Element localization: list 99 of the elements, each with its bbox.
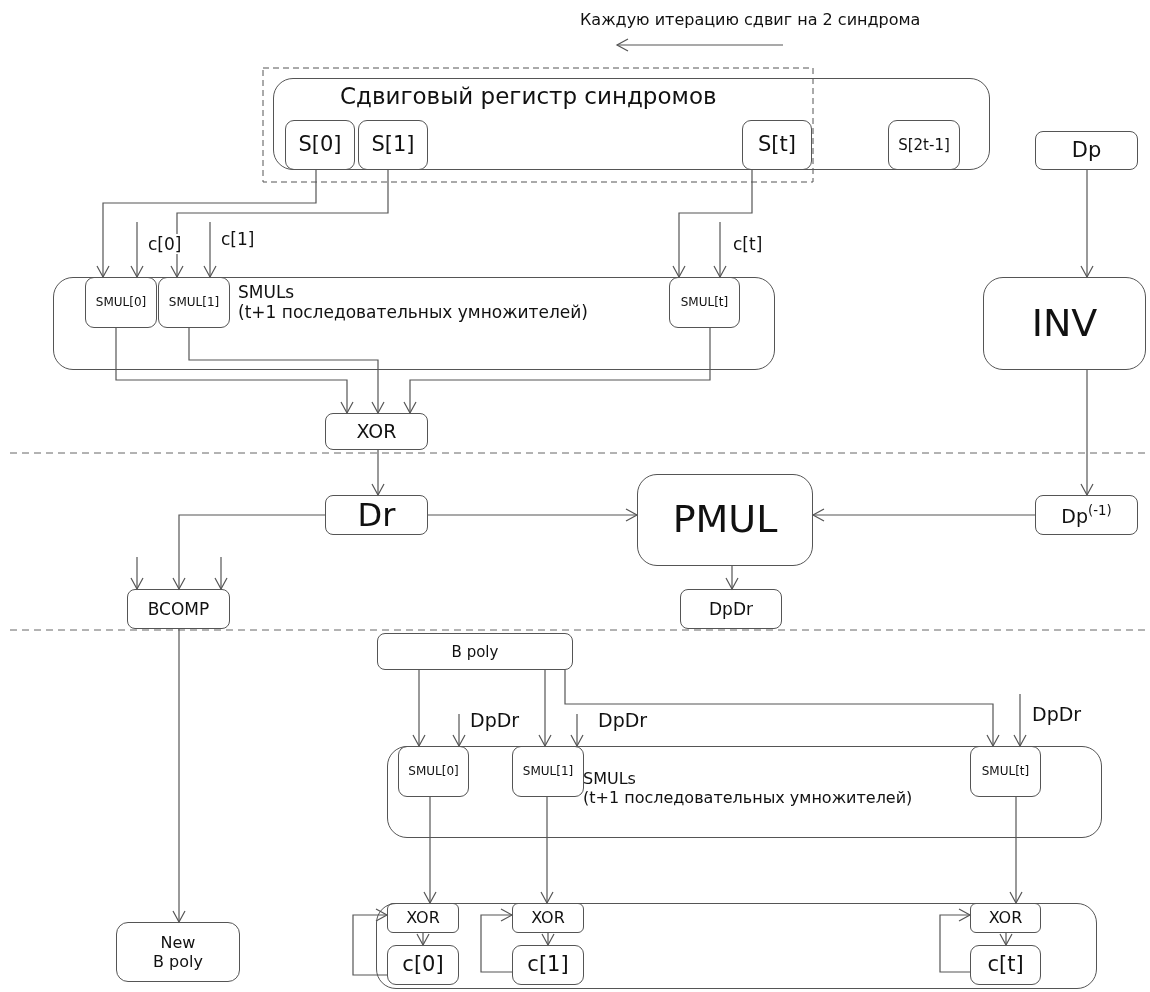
arrow bbox=[812, 508, 1036, 522]
register-cell bbox=[742, 120, 812, 170]
register-cell bbox=[512, 945, 584, 985]
multiplier-box bbox=[970, 746, 1041, 797]
multiplier-box bbox=[158, 277, 230, 328]
arrow bbox=[1080, 369, 1094, 496]
box-label: XOR bbox=[356, 420, 397, 443]
multiplier-box bbox=[512, 746, 584, 797]
box-label: S[2t-1] bbox=[898, 136, 950, 154]
box-label: Сдвиговый регистр синдромов bbox=[340, 83, 717, 111]
arrow bbox=[130, 556, 144, 590]
box-label: Dp bbox=[1071, 137, 1102, 164]
arrow bbox=[130, 221, 144, 278]
box-label: (t+1 последовательных умножителей) bbox=[238, 302, 588, 323]
process-box bbox=[970, 903, 1041, 933]
arrow bbox=[725, 565, 739, 590]
box-label: c[t] bbox=[987, 952, 1024, 978]
arrow bbox=[172, 628, 186, 923]
arrow bbox=[203, 221, 217, 278]
box-label: SMUL[0] bbox=[408, 764, 459, 779]
box-label: SMULs bbox=[583, 769, 636, 789]
box-label: S[0] bbox=[298, 132, 342, 158]
arrow bbox=[713, 221, 727, 278]
multiplier-box bbox=[398, 746, 469, 797]
arrow bbox=[999, 932, 1013, 946]
register-cell bbox=[970, 945, 1041, 985]
input-box bbox=[1035, 131, 1138, 170]
box-label: XOR bbox=[988, 908, 1023, 928]
process-box bbox=[680, 589, 782, 629]
process-box bbox=[512, 903, 584, 933]
register-cell bbox=[387, 945, 459, 985]
box-label: INV bbox=[1031, 300, 1098, 347]
arrow bbox=[170, 169, 389, 278]
box-label: S[1] bbox=[371, 132, 415, 158]
arrow bbox=[115, 327, 354, 414]
edge-label: c[0] bbox=[148, 234, 182, 255]
note-text: Каждую итерацию сдвиг на 2 синдрома bbox=[580, 10, 921, 30]
arrow bbox=[403, 327, 711, 414]
arrow bbox=[939, 908, 971, 973]
process-box bbox=[1035, 495, 1138, 535]
box-label: Dp$^{(-1)}$ bbox=[1061, 502, 1112, 528]
edge-label: c[1] bbox=[221, 229, 255, 250]
process-box bbox=[377, 633, 573, 670]
box-label: PMUL bbox=[672, 497, 778, 543]
box-label: SMULs bbox=[238, 282, 295, 303]
box-label: S[t] bbox=[758, 132, 796, 158]
box-label: XOR bbox=[531, 908, 565, 928]
process-box bbox=[127, 589, 230, 629]
box-label: SMUL[1] bbox=[522, 764, 574, 779]
arrow bbox=[538, 669, 552, 747]
arrow bbox=[564, 669, 1000, 747]
process-box bbox=[116, 922, 240, 982]
arrow bbox=[452, 713, 466, 747]
box-label: c[0] bbox=[402, 952, 444, 978]
box-label: SMUL[t] bbox=[981, 764, 1030, 779]
arrow bbox=[541, 932, 555, 946]
arrow bbox=[423, 796, 437, 904]
box-label: c[1] bbox=[527, 952, 569, 978]
arrow bbox=[672, 169, 753, 278]
box-label: (t+1 последовательных умножителей) bbox=[583, 788, 913, 808]
arrow bbox=[480, 908, 513, 973]
process-box bbox=[325, 495, 428, 535]
accumulator-group-box bbox=[376, 903, 1097, 989]
process-box bbox=[637, 474, 813, 566]
multiplier-box bbox=[85, 277, 157, 328]
process-box bbox=[387, 903, 459, 933]
arrow bbox=[96, 169, 317, 278]
arrow bbox=[416, 932, 430, 946]
box-label: XOR bbox=[406, 908, 440, 928]
box-label: DpDr bbox=[709, 598, 753, 620]
box-label: Dr bbox=[357, 495, 396, 535]
arrow bbox=[1013, 693, 1027, 747]
arrow bbox=[1080, 169, 1094, 278]
arrow bbox=[1009, 796, 1023, 904]
arrow bbox=[540, 796, 554, 904]
arrow bbox=[427, 508, 638, 522]
process-box bbox=[325, 413, 428, 450]
process-box bbox=[983, 277, 1146, 370]
multiplier-group-box bbox=[53, 277, 775, 370]
box-label: B poly bbox=[451, 642, 499, 661]
box-label: SMUL[1] bbox=[168, 295, 220, 310]
edge-label: c[t] bbox=[733, 234, 763, 255]
box-label: BCOMP bbox=[147, 598, 210, 620]
arrow bbox=[172, 514, 326, 590]
multiplier-box bbox=[669, 277, 740, 328]
register-box bbox=[273, 78, 990, 170]
register-cell bbox=[285, 120, 355, 170]
arrow bbox=[188, 327, 385, 414]
register-cell bbox=[888, 120, 960, 170]
arrow bbox=[570, 713, 584, 747]
box-label: SMUL[t] bbox=[680, 295, 729, 310]
box-label: New B poly bbox=[152, 932, 204, 972]
multiplier-group-box bbox=[387, 746, 1102, 838]
arrow bbox=[371, 449, 385, 496]
register-cell bbox=[358, 120, 428, 170]
arrow bbox=[352, 908, 388, 976]
arrow bbox=[412, 669, 426, 747]
box-label: SMUL[0] bbox=[95, 295, 147, 310]
arrow bbox=[214, 556, 228, 590]
